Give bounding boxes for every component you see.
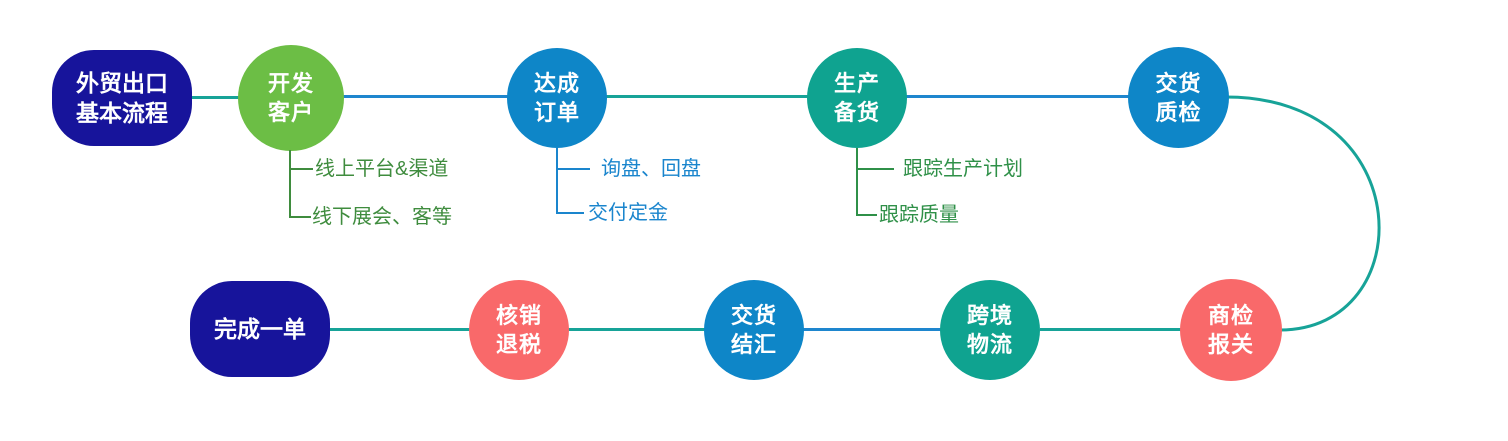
node-delivery-qc-label: 交货 质检 — [1155, 70, 1202, 125]
branch-tick-track-quality — [856, 214, 877, 216]
branch-tick-deposit — [556, 212, 584, 214]
branch-tick-online-platform — [289, 168, 313, 170]
branch-stem-production-stock — [856, 148, 858, 216]
branch-label-track-quality: 跟踪质量 — [879, 204, 959, 226]
branch-label-track-production-plan: 跟踪生产计划 — [903, 158, 1023, 180]
node-inspection-customs: 商检 报关 — [1180, 279, 1282, 381]
connector-settlement-to-refund — [568, 328, 705, 331]
node-complete-order: 完成一单 — [190, 281, 330, 377]
connector-production-to-qc — [906, 95, 1129, 98]
branch-tick-inquiry-offer — [556, 168, 590, 170]
connector-inspection-to-logistics — [1040, 328, 1181, 331]
connector-title-to-develop — [190, 96, 240, 99]
node-delivery-qc: 交货 质检 — [1128, 47, 1229, 148]
node-trade-export-process: 外贸出口 基本流程 — [52, 50, 192, 146]
node-close-order-label: 达成 订单 — [533, 71, 580, 125]
node-cross-border-logistics: 跨境 物流 — [940, 280, 1040, 380]
branch-stem-close-order — [556, 148, 558, 214]
branch-stem-develop-customers — [289, 150, 291, 218]
node-complete-order-label: 完成一单 — [214, 316, 306, 342]
node-close-order: 达成 订单 — [507, 48, 607, 148]
branch-label-online-platform: 线上平台&渠道 — [315, 158, 449, 180]
branch-label-deposit: 交付定金 — [588, 202, 668, 224]
node-verification-tax-refund-label: 核销 退税 — [495, 303, 542, 357]
branch-tick-offline-exhibition — [289, 216, 311, 218]
node-production-stock: 生产 备货 — [807, 48, 907, 148]
node-develop-customers: 开发 客户 — [238, 45, 344, 151]
node-develop-customers-label: 开发 客户 — [267, 71, 314, 125]
connector-logistics-to-settlement — [803, 328, 941, 331]
node-production-stock-label: 生产 备货 — [833, 71, 880, 125]
connector-develop-to-order — [343, 95, 508, 98]
node-verification-tax-refund: 核销 退税 — [469, 280, 569, 380]
branch-tick-track-production-plan — [856, 168, 894, 170]
branch-label-inquiry-offer: 询盘、回盘 — [601, 158, 701, 180]
node-delivery-settlement: 交货 结汇 — [704, 280, 804, 380]
connector-refund-to-complete — [330, 328, 470, 331]
node-delivery-settlement-label: 交货 结汇 — [730, 303, 777, 357]
node-trade-export-process-label: 外贸出口 基本流程 — [76, 70, 168, 126]
branch-label-offline-exhibition: 线下展会、客等 — [312, 206, 452, 228]
node-cross-border-logistics-label: 跨境 物流 — [966, 303, 1013, 357]
connector-order-to-production — [606, 95, 808, 98]
node-inspection-customs-label: 商检 报关 — [1207, 303, 1254, 357]
